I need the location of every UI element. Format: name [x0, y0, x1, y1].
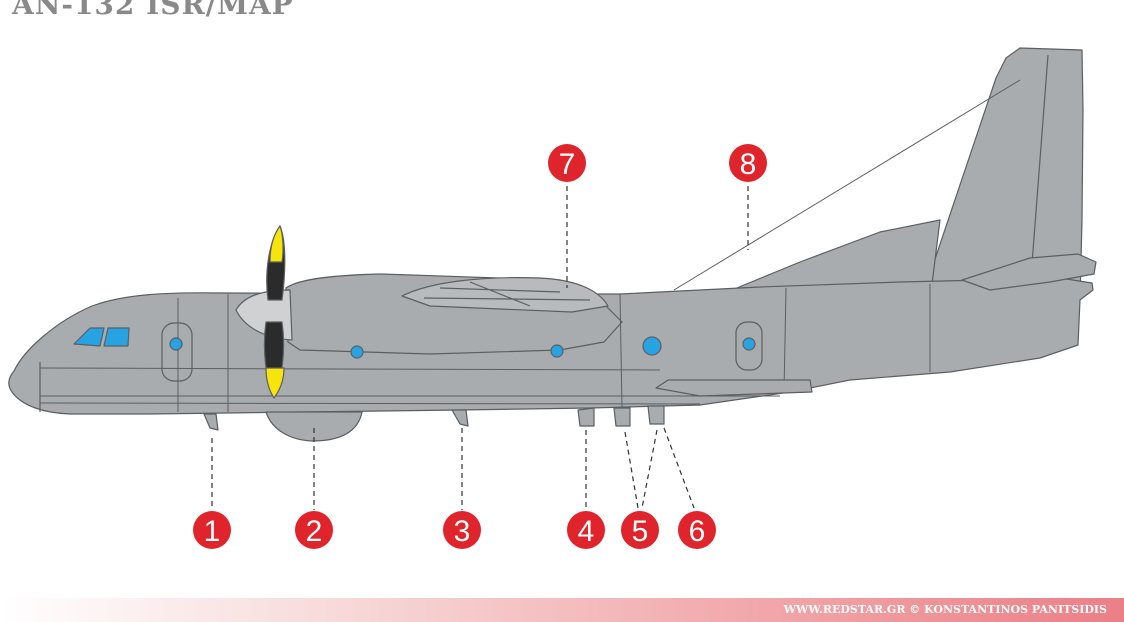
marker-7-circle	[548, 144, 586, 182]
belly-radome	[265, 411, 363, 442]
wing-fairing	[401, 277, 609, 313]
antenna-wire	[673, 79, 1021, 291]
marker-6: 6	[678, 511, 716, 549]
aircraft-side-view	[8, 47, 1097, 442]
window	[642, 336, 662, 356]
forward-door	[161, 322, 193, 382]
marker-7: 7	[548, 144, 586, 182]
propeller-tip-upper	[269, 225, 284, 263]
sensor-5b	[647, 405, 665, 425]
callout-lines	[211, 186, 749, 510]
rudder-line	[1029, 54, 1049, 291]
marker-5-circle	[621, 511, 659, 549]
marker-3: 3	[443, 511, 481, 549]
sensor-4	[577, 407, 595, 427]
callout-line-5b	[641, 429, 658, 509]
marker-1: 1	[193, 511, 231, 549]
callout-markers: 1 2 3 4 5 6 7 8	[193, 144, 767, 549]
marker-5: 5	[621, 511, 659, 549]
window	[550, 344, 564, 358]
marker-2: 2	[295, 511, 333, 549]
window	[169, 337, 183, 351]
marker-1-circle	[193, 511, 231, 549]
marker-4-circle	[567, 511, 605, 549]
marker-6-circle	[678, 511, 716, 549]
marker-4-label: 4	[578, 515, 595, 548]
marker-3-circle	[443, 511, 481, 549]
window	[350, 345, 364, 359]
rear-door	[735, 321, 763, 371]
callout-line-6	[663, 427, 695, 509]
propeller-tip-lower	[265, 367, 285, 399]
marker-2-label: 2	[306, 515, 323, 548]
ventral-fairing	[655, 379, 813, 397]
marker-8: 8	[729, 144, 767, 182]
marker-1-label: 1	[204, 515, 221, 548]
marker-4: 4	[567, 511, 605, 549]
sensor-5a	[613, 407, 631, 427]
marker-5-label: 5	[632, 515, 649, 548]
credit-text: WWW.REDSTAR.GR © KONSTANTINOS PANITSIDIS	[783, 603, 1107, 616]
sensor-3	[451, 409, 469, 427]
marker-3-label: 3	[454, 515, 471, 548]
marker-6-label: 6	[689, 515, 706, 548]
diagram-title: AN-132 ISR/MAP	[12, 0, 294, 21]
window	[742, 337, 756, 351]
marker-7-label: 7	[559, 148, 576, 181]
marker-2-circle	[295, 511, 333, 549]
marker-8-circle	[729, 144, 767, 182]
callout-line-5a	[624, 431, 639, 509]
horizontal-stabilizer	[961, 253, 1097, 291]
sensor-1	[203, 413, 219, 431]
wing-fairing-lines	[423, 281, 591, 307]
footer-bar	[0, 598, 1124, 622]
cockpit-windows	[73, 327, 130, 347]
marker-8-label: 8	[740, 148, 757, 181]
